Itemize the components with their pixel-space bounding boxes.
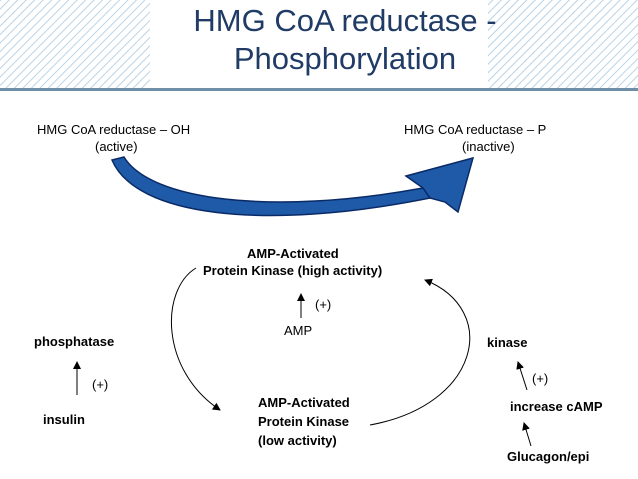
conversion-arrow-body: [110, 156, 432, 217]
kinase-label: kinase: [487, 335, 528, 350]
cycle-arrow-left: [170, 267, 221, 411]
insulin-label: insulin: [43, 412, 85, 427]
increase-camp-label: increase cAMP: [510, 399, 603, 414]
camp-plus-label: (+): [532, 371, 549, 386]
inactive-form-label: HMG CoA reductase – P: [404, 122, 547, 137]
conversion-arrow-head: [404, 156, 475, 214]
ampk-low-line-3: (low activity): [258, 433, 337, 448]
active-state-label: (active): [95, 139, 138, 154]
ampk-low-line-2: Protein Kinase: [258, 414, 350, 429]
header-pattern: [0, 0, 638, 88]
title-line-1: HMG CoA reductase -: [193, 3, 497, 38]
header-hatch-right: [488, 0, 638, 88]
title-line-2: Phosphorylation: [233, 41, 457, 76]
header-hatch-left: [0, 0, 150, 88]
glucagon-label: Glucagon/epi: [507, 449, 590, 464]
header-divider: [0, 88, 638, 91]
active-form-label: HMG CoA reductase – OH: [37, 122, 191, 137]
camp-arrow: [516, 361, 528, 391]
ampk-low-line-1: AMP-Activated: [258, 395, 350, 410]
cycle-arrow-right: [369, 278, 471, 426]
insulin-plus-label: (+): [92, 377, 109, 392]
amp-plus-label: (+): [315, 297, 332, 312]
ampk-high-line-1: AMP-Activated: [247, 246, 339, 261]
slide-header: [0, 0, 638, 88]
phosphatase-label: phosphatase: [34, 334, 115, 349]
amp-label: AMP: [284, 323, 313, 338]
slide-title: HMG CoA reductase - Phosphorylation: [105, 2, 585, 78]
ampk-high-line-2: Protein Kinase (high activity): [203, 263, 383, 278]
glucagon-arrow: [522, 422, 532, 447]
inactive-state-label: (inactive): [462, 139, 515, 154]
